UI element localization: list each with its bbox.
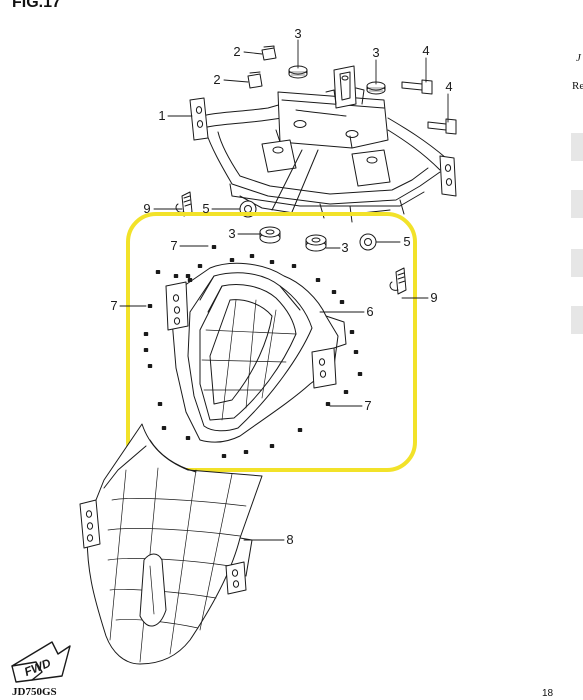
side-table-cell-1: [571, 133, 583, 161]
callout-c5b: 5: [403, 234, 410, 249]
screw-27: [143, 348, 149, 352]
page-number: 18: [542, 688, 554, 699]
screw-25: [185, 274, 191, 278]
screw-5: [157, 402, 163, 406]
screw-13: [331, 290, 337, 294]
part-2-bolt-top: [261, 45, 277, 61]
screw-22: [243, 450, 249, 454]
part-3-grommet-mid-right: [305, 234, 327, 252]
screw-7: [185, 436, 191, 440]
screw-15: [349, 330, 355, 334]
screw-26: [173, 274, 179, 278]
callout-c6: 6: [366, 304, 373, 319]
side-text-fragment-top: J: [576, 52, 581, 64]
callout-c7a: 7: [170, 238, 177, 253]
screw-0: [211, 245, 217, 249]
screw-21: [269, 444, 275, 448]
screw-2: [147, 304, 153, 308]
callout-c3c: 3: [228, 226, 235, 241]
part-3-grommet-top-right: [366, 81, 386, 95]
part-5-washer-right: [359, 233, 377, 251]
screw-9: [249, 254, 255, 258]
side-table-cell-3: [571, 249, 583, 277]
callout-c9a: 9: [143, 201, 150, 216]
callout-c7b: 7: [110, 298, 117, 313]
screw-3: [143, 332, 149, 336]
screw-12: [315, 278, 321, 282]
part-7-screws: [143, 245, 363, 458]
part-3-grommet-mid-left: [259, 226, 281, 244]
screw-6: [161, 426, 167, 430]
screw-17: [357, 372, 363, 376]
screw-8: [229, 258, 235, 262]
side-table-cell-2: [571, 190, 583, 218]
screw-28: [187, 278, 193, 282]
callout-c1: 1: [158, 108, 165, 123]
leader-lines: [119, 39, 449, 541]
callout-c5a: 5: [202, 201, 209, 216]
highlight-frame: [126, 212, 417, 472]
screw-16: [353, 350, 359, 354]
callout-c4a: 4: [422, 43, 429, 58]
screw-24: [197, 264, 203, 268]
part-4-long-bolt-lower: [427, 118, 457, 135]
part-2-bolt-lower: [247, 71, 263, 89]
screw-18: [343, 390, 349, 394]
part-6-inner-cowl: [165, 262, 347, 443]
screw-14: [339, 300, 345, 304]
screw-20: [297, 428, 303, 432]
callout-c8: 8: [286, 532, 293, 547]
callout-c9b: 9: [430, 290, 437, 305]
callout-c4b: 4: [445, 79, 452, 94]
screw-11: [291, 264, 297, 268]
part-4-long-bolt-upper: [401, 79, 433, 95]
screw-19: [325, 402, 331, 406]
part-8-lower-cover: [79, 423, 263, 665]
callout-labels: 22 3 3 4 4 1 9 5 3 3 5 7 7 6 9 7 8: [110, 26, 452, 547]
callout-c2b: 2: [213, 72, 220, 87]
screw-1: [155, 270, 161, 274]
screw-23: [221, 454, 227, 458]
side-text-fragment-second: Re: [572, 80, 583, 92]
model-code: JD750GS: [12, 686, 57, 698]
callout-c2a: 2: [233, 44, 240, 59]
callout-c3d: 3: [341, 240, 348, 255]
screw-4: [147, 364, 153, 368]
fwd-logo-icon: FWD: [11, 641, 71, 683]
callout-c7c: 7: [364, 398, 371, 413]
part-1-upper-bracket: [189, 65, 457, 223]
screw-10: [269, 260, 275, 264]
callout-c3a: 3: [294, 26, 301, 41]
part-9-clip-right: [389, 267, 407, 295]
side-table-cell-4: [571, 306, 583, 334]
figure-title: FIG.17: [12, 0, 61, 11]
callout-c3b: 3: [372, 45, 379, 60]
